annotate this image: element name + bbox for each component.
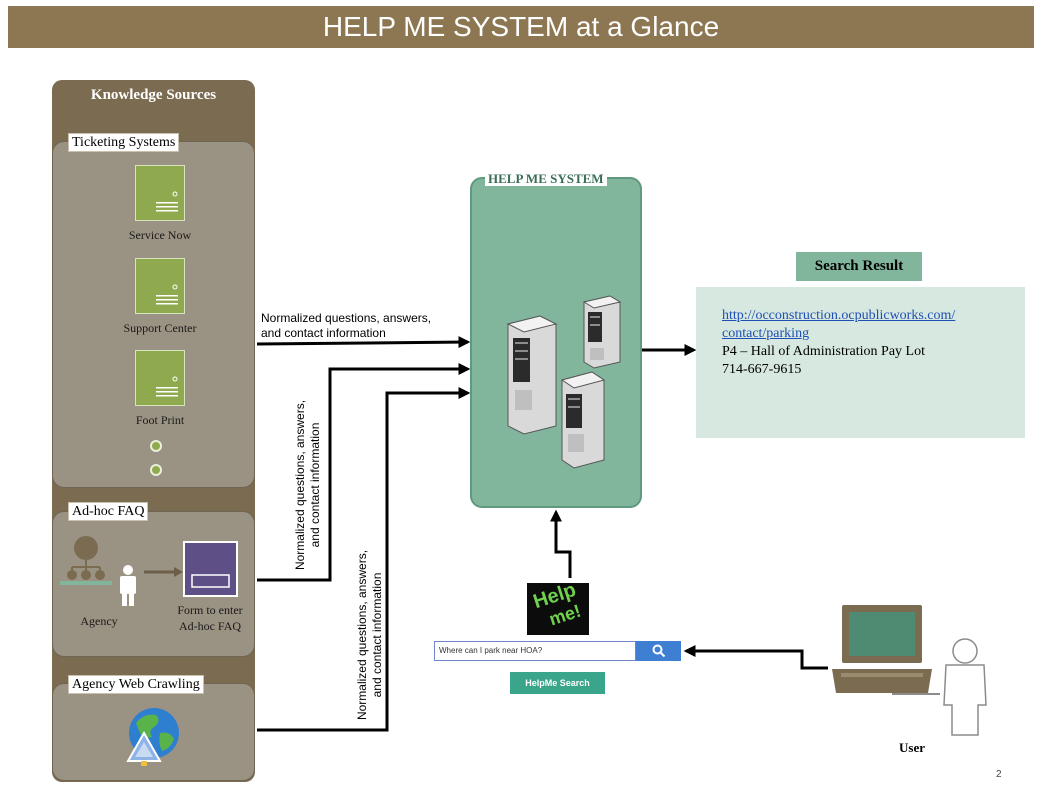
knowledge-sources-header: Knowledge Sources [90, 86, 217, 103]
result-link-line2[interactable]: contact/parking [722, 326, 810, 341]
web-crawler-globe-icon [126, 708, 179, 766]
ticketing-systems-label: Ticketing Systems [68, 133, 180, 152]
search-result-box [696, 287, 1025, 438]
user-label: User [899, 740, 925, 755]
flow-label-top-line1: Normalized questions, answers, [261, 311, 432, 325]
more-dot-icon [150, 464, 162, 476]
page-title: HELP ME SYSTEM at a Glance [8, 6, 1034, 48]
arrow-right-icon [144, 567, 183, 577]
more-dot-icon [150, 440, 162, 452]
agency-caption: Agency [80, 614, 118, 628]
form-icon [183, 541, 238, 597]
agency-org-chart-icon [60, 536, 136, 606]
result-location: P4 – Hall of Administration Pay Lot [722, 344, 925, 359]
help-me-system-label: HELP ME SYSTEM [485, 171, 607, 186]
search-button[interactable] [636, 641, 681, 661]
form-caption-line2: Ad-hoc FAQ [178, 619, 242, 633]
flow-label-vertical-2-line2: and contact information [370, 572, 384, 698]
flow-label-top-line2: and contact information [261, 326, 386, 340]
flow-label-vertical-2-line1: Normalized questions, answers, [355, 549, 369, 721]
page-number: 2 [996, 769, 1002, 780]
user-laptop-icon [832, 605, 987, 736]
flow-label-vertical-2: Normalized questions, answers, and conta… [352, 545, 388, 725]
search-result-label: Search Result [796, 252, 922, 281]
help-me-logo: Help me! [527, 579, 589, 635]
search-result-content: http://occonstruction.ocpublicworks.com/… [722, 307, 955, 379]
result-link-line1[interactable]: http://occonstruction.ocpublicworks.com/ [722, 308, 956, 323]
adhoc-faq-label: Ad-hoc FAQ [68, 502, 149, 521]
flow-label-vertical-1: Normalized questions, answers, and conta… [290, 395, 326, 575]
search-icon [652, 644, 665, 658]
support-center-server-icon [135, 258, 185, 314]
flow-label-vertical-1-line2: and contact information [308, 422, 322, 548]
helpme-search-button[interactable]: HelpMe Search [510, 672, 605, 694]
result-phone: 714-667-9615 [722, 362, 802, 377]
service-now-caption: Service Now [128, 228, 192, 242]
server-cluster-icon [506, 295, 622, 469]
form-caption-line1: Form to enter [177, 603, 243, 617]
agency-web-crawling-label: Agency Web Crawling [68, 675, 204, 694]
foot-print-server-icon [135, 350, 185, 406]
support-center-caption: Support Center [123, 321, 197, 335]
foot-print-caption: Foot Print [135, 413, 185, 427]
flow-label-vertical-1-line1: Normalized questions, answers, [293, 399, 307, 571]
search-input[interactable]: Where can I park near HOA? [434, 641, 636, 661]
service-now-server-icon [135, 165, 185, 221]
